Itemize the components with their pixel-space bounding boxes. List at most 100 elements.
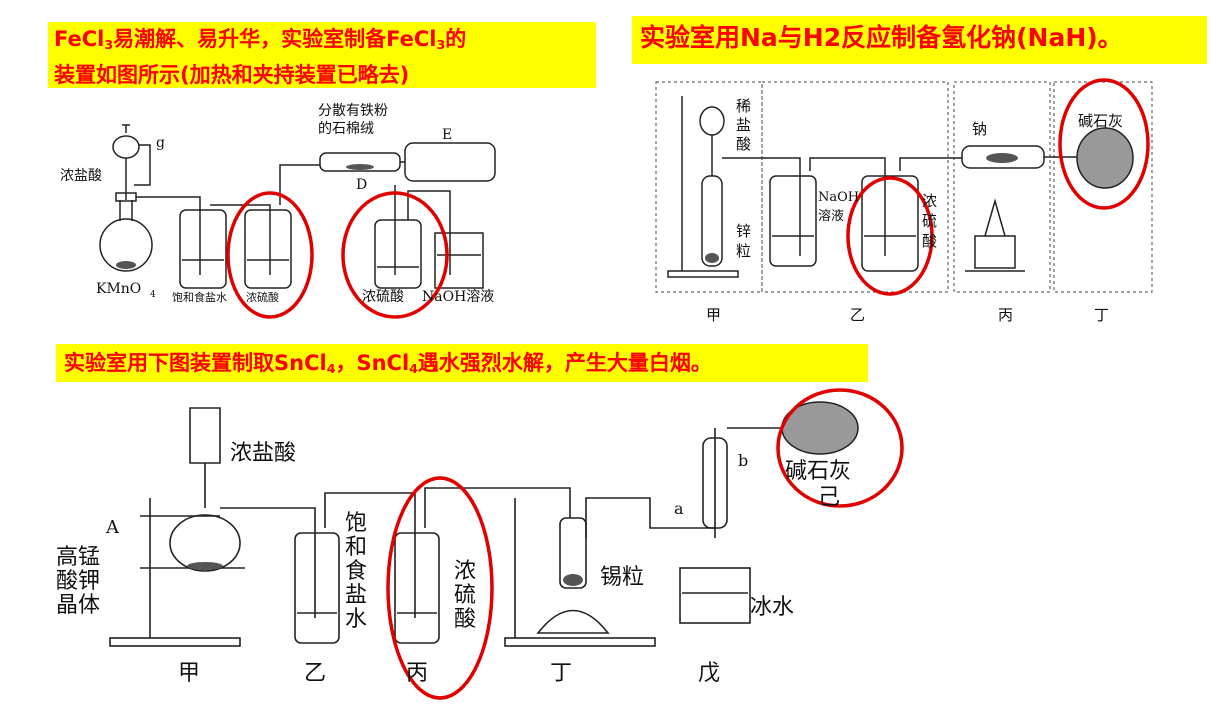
label-h2so4-2: 硫 <box>454 583 476 608</box>
funnel-top <box>189 407 221 464</box>
highlight-circle-sncl4-2 <box>776 388 904 508</box>
burner-base <box>974 235 1016 269</box>
label-hcl-d1: 稀 <box>736 97 751 115</box>
collector-e <box>404 142 496 182</box>
sodalime-tube <box>1076 127 1134 189</box>
label-h2so4-3: 酸 <box>454 607 476 632</box>
fecl3-banner-t3: 的 <box>445 27 467 51</box>
label-hcl-d3: 酸 <box>736 135 751 153</box>
label-brine-4: 盐 <box>345 583 367 608</box>
label-sodalime: 碱石灰 <box>785 459 851 484</box>
sodium <box>986 153 1018 163</box>
label-iron-1: 分散有铁粉 <box>318 103 388 119</box>
label-ding: 丁 <box>550 661 572 686</box>
dilute-hcl-funnel <box>699 106 725 136</box>
sncl4-banner-t2: ，SnCl <box>335 351 410 375</box>
box-yi <box>761 81 949 293</box>
label-h2so4-3: 酸 <box>922 232 937 250</box>
fecl3-banner-s2: 3 <box>436 37 446 53</box>
highlight-circle-fecl3-2 <box>341 191 449 319</box>
h2so4-bottle-1 <box>244 209 292 289</box>
alcohol-lamp <box>536 609 610 634</box>
highlight-circle-sncl4-1 <box>386 476 494 700</box>
fecl3-banner: FeCl3易潮解、易升华，实验室制备FeCl3的 装置如图所示(加热和夹持装置已… <box>48 22 596 88</box>
highlight-circle-nah-2 <box>1058 78 1150 210</box>
label-naoh-1: NaOH <box>818 190 859 205</box>
label-hcl-d2: 盐 <box>736 116 751 134</box>
kmno4-crystals <box>187 562 223 570</box>
label-naoh: NaOH溶液 <box>422 289 494 305</box>
zinc-tube <box>701 175 723 267</box>
fecl3-banner-t1: FeCl <box>54 27 105 51</box>
label-iron-2: 的石棉绒 <box>318 120 374 137</box>
label-jia: 甲 <box>178 661 200 686</box>
label-h2so4-1: 浓 <box>922 192 937 210</box>
nah-apparatus: 稀 盐 酸 锌 粒 NaOH 溶液 浓 硫 酸 钠 碱石灰 甲 乙 丙 丁 <box>655 78 1153 324</box>
label-kmno4: KMnO <box>96 281 141 297</box>
label-wu: 戊 <box>698 661 720 686</box>
zinc-granules <box>705 253 719 263</box>
label-g: g <box>156 135 165 151</box>
label-ji: 己 <box>818 485 840 510</box>
label-bing: 丙 <box>406 661 428 686</box>
nah-banner-text: 实验室用Na与H2反应制备氢化钠(NaH)。 <box>640 23 1123 52</box>
nah-banner: 实验室用Na与H2反应制备氢化钠(NaH)。 <box>632 16 1207 64</box>
label-d: D <box>356 177 367 193</box>
brine-bottle <box>294 532 340 644</box>
label-zinc-1: 锌 <box>736 222 751 240</box>
label-kmno4-2: 酸钾 <box>56 569 100 594</box>
label-brine: 饱和食盐水 <box>172 290 227 304</box>
dropping-funnel <box>112 135 140 159</box>
label-yi: 乙 <box>304 661 326 686</box>
label-h2so4-1: 浓 <box>454 559 476 584</box>
naoh-beaker <box>434 232 484 289</box>
sncl4-banner-t3: 遇水强烈水解，产生大量白烟。 <box>417 351 712 375</box>
kmno4-solid <box>116 261 136 269</box>
tin-tube <box>559 517 587 589</box>
label-h2so4-2: 硫 <box>922 212 937 230</box>
box-ding <box>1053 81 1153 293</box>
h2so4-bottle <box>861 175 919 272</box>
round-flask <box>99 218 153 272</box>
h2so4-bottle <box>394 532 440 644</box>
label-hcl: 浓盐酸 <box>60 168 102 184</box>
label-kmno4-1: 高锰 <box>56 545 100 570</box>
sncl4-banner-s2: 4 <box>409 361 418 377</box>
label-brine-3: 食 <box>345 559 367 584</box>
tin-granules <box>563 574 583 586</box>
label-b-port: b <box>738 451 748 470</box>
label-brine-5: 水 <box>345 607 367 632</box>
fecl3-banner-t4: 装置如图所示(加热和夹持装置已略去) <box>54 63 410 88</box>
label-yi: 乙 <box>850 306 865 324</box>
sncl4-banner-s1: 4 <box>326 361 336 377</box>
fecl3-banner-t2: 易潮解、易升华，实验室制备FeCl <box>113 27 437 51</box>
highlight-circle-fecl3-1 <box>226 191 314 319</box>
label-kmno4-3: 晶体 <box>56 593 100 618</box>
label-h2so4-small: 浓硫酸 <box>246 290 279 304</box>
label-sodalime: 碱石灰 <box>1078 112 1123 130</box>
label-brine-1: 饱 <box>345 511 367 536</box>
label-kmno4-sub: 4 <box>150 290 156 300</box>
label-zinc-2: 粒 <box>736 242 751 260</box>
sncl4-banner: 实验室用下图装置制取SnCl4，SnCl4遇水强烈水解，产生大量白烟。 <box>56 344 868 382</box>
ice-beaker <box>679 567 751 624</box>
label-ding: 丁 <box>1094 306 1109 324</box>
box-bing <box>953 81 1051 293</box>
brine-bottle <box>179 209 227 289</box>
iron-powder <box>346 164 374 170</box>
naoh-bottle <box>769 175 817 267</box>
highlight-circle-nah-1 <box>846 176 934 296</box>
label-h2so4: 浓硫酸 <box>362 289 404 305</box>
label-bing: 丙 <box>998 306 1013 324</box>
label-brine-2: 和 <box>345 535 367 560</box>
label-naoh-2: 溶液 <box>818 209 844 224</box>
label-jia: 甲 <box>706 306 721 324</box>
label-hcl: 浓盐酸 <box>230 441 296 466</box>
label-a-flask: A <box>105 517 120 538</box>
fecl3-apparatus: g 浓盐酸 KMnO 4 分散有铁粉 的石棉绒 E D 饱和食盐水 浓硫酸 浓硫… <box>60 103 496 319</box>
h2so4-bottle-2 <box>374 219 422 289</box>
label-tin: 锡粒 <box>600 565 644 590</box>
pressure-tube-g <box>134 144 151 186</box>
label-e: E <box>442 127 452 143</box>
flask-a <box>169 514 241 572</box>
